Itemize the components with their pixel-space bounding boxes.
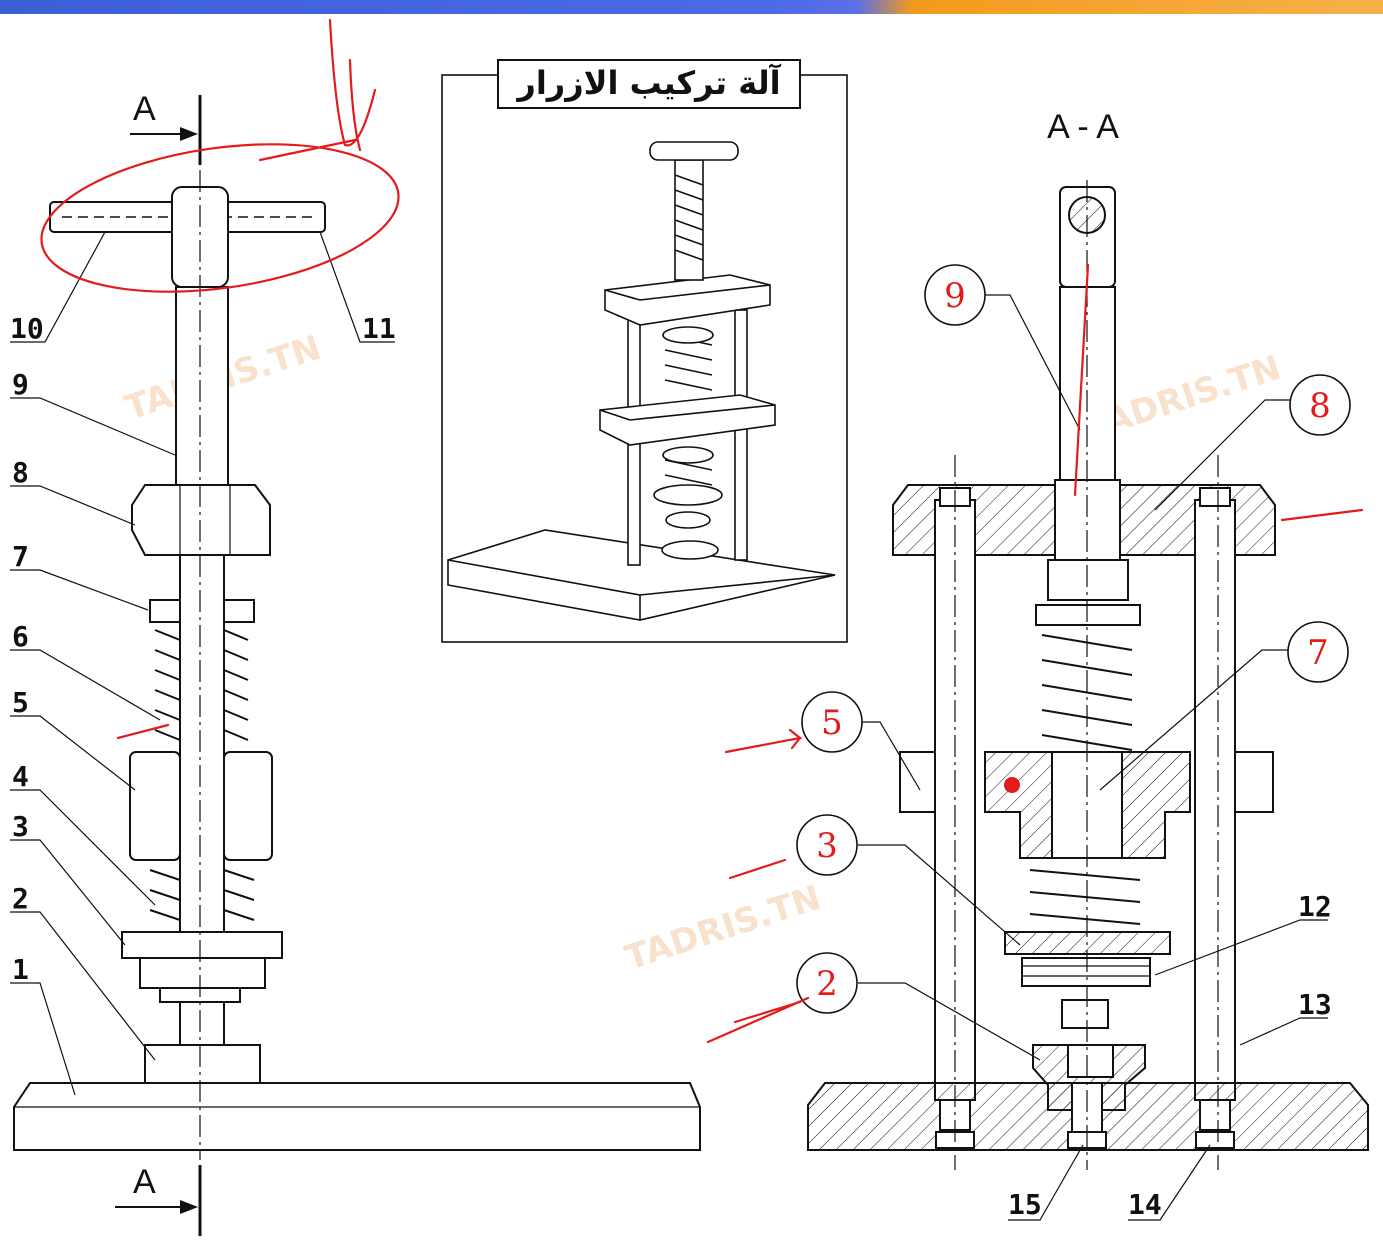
label-15: 15 [1008,1188,1042,1221]
inset-panel: آلة تركيب الازرار [441,59,848,643]
label-8: 8 [12,456,29,489]
hw-7: 7 [1307,633,1329,673]
hw-3: 3 [816,826,838,866]
section-marker-top: A [133,90,156,128]
hw-2: 2 [816,964,838,1004]
label-13: 13 [1298,988,1332,1021]
label-6: 6 [12,620,29,653]
section-view: A - A [706,108,1369,1221]
label-9: 9 [12,368,29,401]
label-7: 7 [12,540,29,573]
header-bar [0,0,1383,14]
hw-9: 9 [944,276,966,316]
label-1: 1 [12,953,29,986]
hw-8: 8 [1309,386,1331,426]
label-2: 2 [12,882,29,915]
label-4: 4 [12,760,29,793]
section-marker-bottom: A [133,1163,156,1201]
label-5: 5 [12,686,29,719]
label-12: 12 [1298,890,1332,923]
label-14: 14 [1128,1188,1162,1221]
label-11: 11 [362,312,396,345]
section-title: A - A [1047,108,1119,146]
label-3: 3 [12,810,29,843]
watermark-center: TADRIS.TN [620,878,825,979]
front-view: A A [10,18,701,1236]
label-10: 10 [10,312,44,345]
inset-title: آلة تركيب الازرار [515,63,781,102]
hw-5: 5 [821,703,843,743]
